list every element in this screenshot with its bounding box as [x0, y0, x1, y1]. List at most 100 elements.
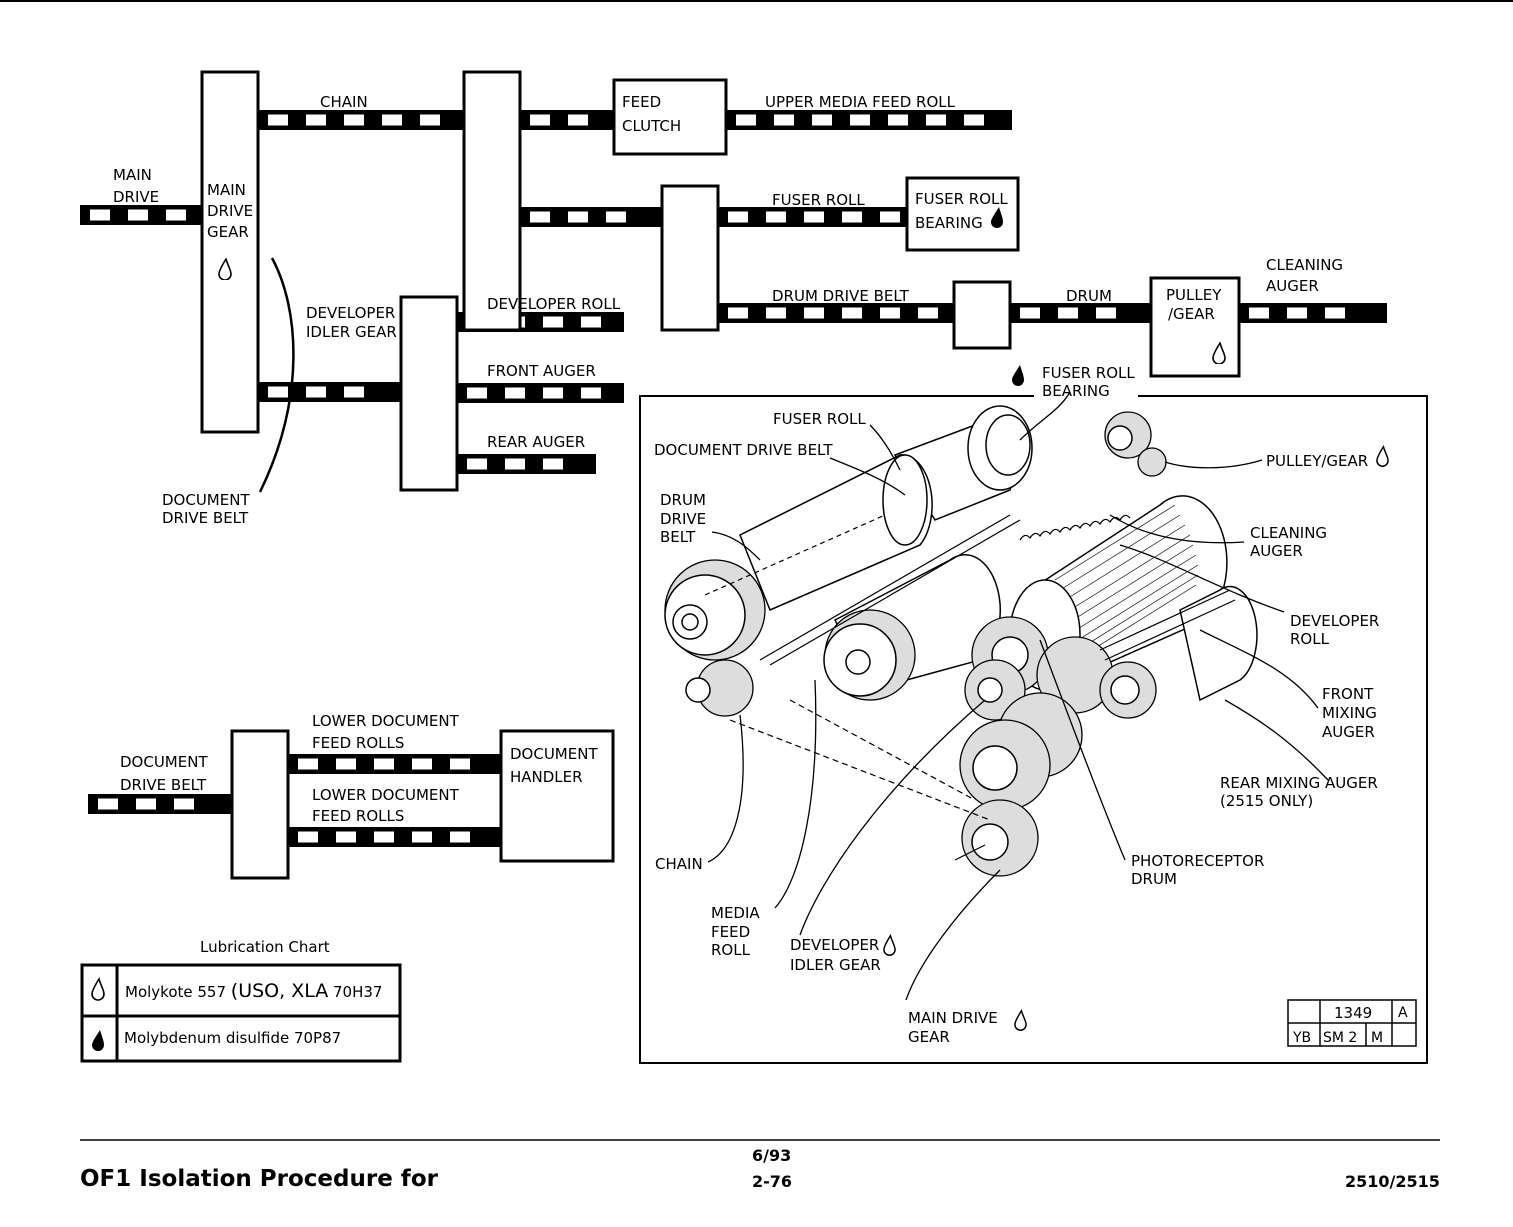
shaft-window — [412, 758, 432, 770]
developer-drive-shaft — [258, 382, 401, 402]
shaft-window — [174, 798, 194, 810]
cleaning-auger-label-1: CLEANING — [1266, 256, 1343, 274]
shaft-window — [842, 211, 862, 223]
iso-media-feed-roll-label-3: ROLL — [711, 941, 751, 959]
shaft-window — [128, 209, 148, 221]
shaft-window — [568, 211, 588, 223]
iso-document-drive-belt-label: DOCUMENT DRIVE BELT — [654, 441, 833, 459]
shaft-window — [505, 458, 525, 470]
shaft-window — [1020, 307, 1040, 319]
shaft-window — [344, 386, 364, 398]
shaft-window — [804, 307, 824, 319]
shaft-window — [268, 114, 288, 126]
footer-model: 2510/2515 — [1345, 1172, 1440, 1191]
iso-rear-mixing-auger-label-2: (2515 ONLY) — [1220, 792, 1313, 810]
shaft-window — [543, 316, 563, 328]
developer-idler-gear-box — [399, 295, 459, 492]
figure-code-3: M — [1371, 1030, 1383, 1046]
shaft-window — [888, 114, 908, 126]
figure-id-table: 1349 A YB SM 2 M — [1287, 999, 1417, 1047]
shaft-window — [880, 211, 900, 223]
feed-clutch-box — [612, 78, 728, 156]
drive-shafts — [80, 110, 1387, 847]
shaft-window — [850, 114, 870, 126]
document-handler-box — [499, 729, 615, 863]
outline-drop-icon — [1376, 445, 1389, 467]
shaft-window — [606, 211, 626, 223]
leader-lines — [707, 391, 1329, 1001]
chain-sprocket-box — [462, 70, 522, 332]
document-drive-belt-label-2: DRIVE BELT — [162, 509, 249, 527]
fuser-drive-gear-box — [660, 184, 720, 332]
iso-pulley-gear-label: PULLEY/GEAR — [1266, 452, 1368, 470]
lower-doc-feed-rolls-2-label-1: LOWER DOCUMENT — [312, 786, 460, 804]
shaft-window — [268, 386, 288, 398]
main-drive-label-2: DRIVE — [113, 188, 159, 206]
lube-row-1: Molykote 557 (USO, XLA 70H37 — [125, 980, 382, 1002]
drum-drive-belt-label: DRUM DRIVE BELT — [772, 287, 910, 305]
iso-main-drive-gear-label-2: GEAR — [908, 1028, 950, 1046]
chain-label: CHAIN — [320, 93, 368, 111]
shaft-window — [90, 209, 110, 221]
outline-drop-icon — [883, 934, 896, 956]
iso-drum-drive-belt-label-3: BELT — [660, 528, 696, 546]
developer-idler-gear-label-2: IDLER GEAR — [306, 323, 397, 341]
shaft-window — [298, 758, 318, 770]
iso-fuser-roll-bearing-label-1: FUSER ROLL — [1042, 364, 1135, 382]
feed-clutch-label-1: FEED — [622, 93, 661, 111]
shaft-window — [918, 307, 938, 319]
developer-idler-gear-label-1: DEVELOPER — [306, 304, 395, 322]
main-drive-gear-label-2: DRIVE — [207, 202, 253, 220]
feed-clutch-label-2: CLUTCH — [622, 117, 681, 135]
lower-doc-feed-rolls-2-label-2: FEED ROLLS — [312, 807, 404, 825]
document-drive-belt-curve — [258, 257, 295, 493]
shaft-window — [344, 114, 364, 126]
developer-roll-label: DEVELOPER ROLL — [487, 295, 621, 313]
lower-doc-feed-rolls-1-label-2: FEED ROLLS — [312, 734, 404, 752]
shaft-window — [964, 114, 984, 126]
main-drive-gear-box — [200, 70, 260, 434]
footer-left-title: OF1 Isolation Procedure for — [80, 1166, 439, 1192]
pulley-gear-label-2: /GEAR — [1168, 305, 1215, 323]
iso-front-mixing-auger-label-3: AUGER — [1322, 723, 1375, 741]
document-drive-belt-label-1: DOCUMENT — [162, 491, 250, 509]
shaft-window — [543, 387, 563, 399]
shaft-window — [382, 114, 402, 126]
shaft-window — [926, 114, 946, 126]
shaft-window — [530, 211, 550, 223]
shaft-window — [412, 831, 432, 843]
iso-drum-drive-belt-label-1: DRUM — [660, 491, 706, 509]
shaft-window — [467, 458, 487, 470]
fuser-roll-bearing-label-1: FUSER ROLL — [915, 190, 1008, 208]
rear-auger-label: REAR AUGER — [487, 433, 585, 451]
iso-chain-label: CHAIN — [655, 855, 703, 873]
shaft-window — [581, 316, 601, 328]
drum-pulley-box — [952, 280, 1012, 350]
iso-media-feed-roll-label-1: MEDIA — [711, 904, 760, 922]
shaft-window — [728, 211, 748, 223]
shaft-window — [166, 209, 186, 221]
iso-main-drive-gear-label-1: MAIN DRIVE — [908, 1009, 998, 1027]
fuser-shaft-left — [520, 207, 662, 227]
document-drive-gear-box — [230, 729, 290, 880]
shaft-window — [505, 387, 525, 399]
shaft-window — [1325, 307, 1345, 319]
shaft-window — [1287, 307, 1307, 319]
fuser-roll-bearing-label-2: BEARING — [915, 214, 983, 232]
shaft-window — [420, 114, 440, 126]
upper-media-feed-roll-label: UPPER MEDIA FEED ROLL — [765, 93, 956, 111]
lubrication-chart-title: Lubrication Chart — [200, 938, 330, 956]
shaft-window — [298, 831, 318, 843]
iso-photoreceptor-drum-label-2: DRUM — [1131, 870, 1177, 888]
iso-developer-idler-gear-label-1: DEVELOPER — [790, 936, 879, 954]
iso-photoreceptor-drum-label-1: PHOTORECEPTOR — [1131, 852, 1264, 870]
iso-fuser-roll-bearing-label-2: BEARING — [1042, 382, 1110, 400]
lube-row-1-c: 70H37 — [328, 983, 382, 1001]
iso-front-mixing-auger-label-1: FRONT — [1322, 685, 1374, 703]
shaft-window — [136, 798, 156, 810]
front-auger-label: FRONT AUGER — [487, 362, 596, 380]
doc-drive-belt-label-2: DRIVE BELT — [120, 776, 207, 794]
lubrication-chart: Molykote 557 (USO, XLA 70H37 Molybdenum … — [80, 963, 402, 1063]
shaft-window — [568, 114, 588, 126]
